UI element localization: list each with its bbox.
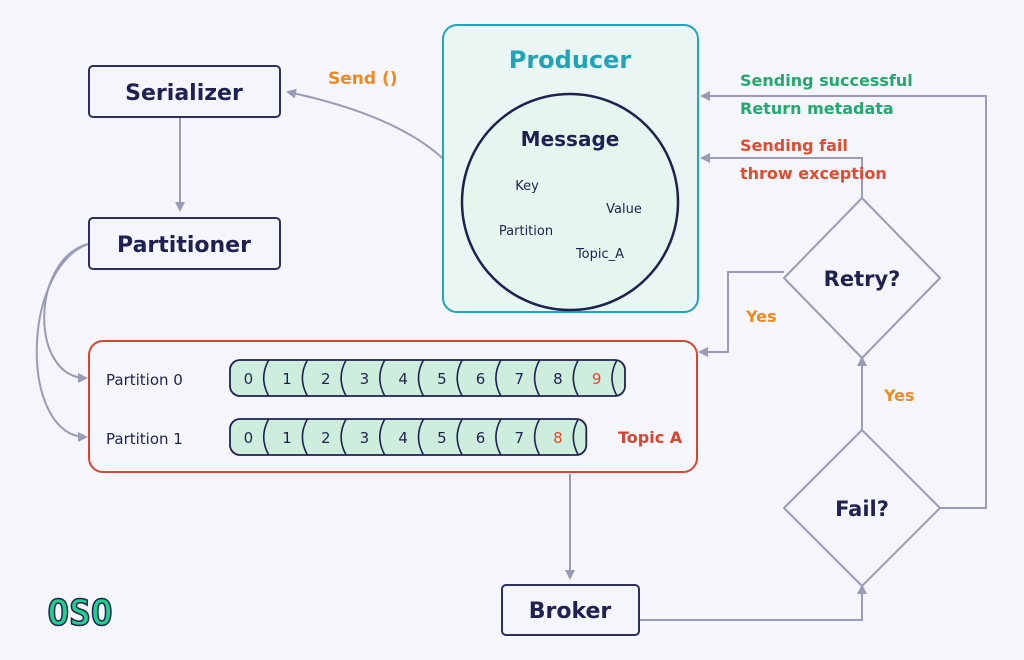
partition-0-offset: 8: [553, 370, 563, 388]
yes-label-retry: Yes: [745, 307, 777, 326]
partition-0-cells: 0 1 2 3 4 5 6 7 8 9: [229, 359, 626, 397]
partition-1-separator: [495, 418, 502, 456]
partition-1-cells: 0 1 2 3 4 5 6 7 8: [229, 418, 588, 456]
partition-0-offset: 7: [514, 370, 524, 388]
send-arrow: [286, 88, 463, 181]
partition-1-separator: [301, 418, 309, 456]
partition-1-separator: [572, 418, 579, 456]
fail-no-to-success-arrow: [700, 91, 987, 509]
retry-decision: Retry?: [783, 197, 941, 359]
partition-1-offset: 3: [360, 429, 370, 447]
partition-0-separator: [301, 359, 309, 397]
partition-0-separator: [379, 359, 386, 397]
partition-0-label: Partition 0: [106, 371, 183, 389]
partition-0-separator: [572, 359, 579, 397]
partition-1-offset: 4: [398, 429, 408, 447]
partition-0-offset: 6: [476, 370, 486, 388]
partition-1-label: Partition 1: [106, 430, 183, 448]
partition-0-separator: [611, 359, 618, 397]
partition-0-separator: [533, 359, 541, 397]
partition-0-separator: [417, 359, 425, 397]
oso-logo-mark: OSO: [47, 593, 112, 634]
fail-decision: Fail?: [783, 429, 941, 587]
partitioner-box: Partitioner: [88, 217, 281, 270]
broker-box: Broker: [501, 584, 640, 636]
partition-1-separator: [262, 418, 270, 456]
partition-1-offset: 1: [282, 429, 292, 447]
partitioner-label: Partitioner: [117, 233, 251, 258]
producer-box: Producer Message Key Value Partition Top…: [442, 24, 699, 313]
partition-0-offset: 5: [437, 370, 447, 388]
topic-box: Topic A Partition 0 Partition 1 0 1 2 3 4 5 6 7…: [88, 340, 698, 473]
partition-1-separator: [379, 418, 386, 456]
success-label-line2: Return metadata: [740, 99, 894, 118]
partition-1-separator: [340, 418, 347, 456]
partition-0-separator: [456, 359, 463, 397]
retry-to-sending-fail-arrow: [700, 153, 863, 198]
message-field-key: Key: [515, 179, 539, 194]
partition-0-log-body: [229, 359, 626, 397]
partition-0-offset: 3: [360, 370, 370, 388]
send-label: Send (): [328, 69, 398, 89]
partitioner-to-partition0-arrow: [43, 243, 89, 383]
serializer-label: Serializer: [125, 81, 243, 106]
partition-1-separator: [456, 418, 463, 456]
partition-1-separator: [417, 418, 425, 456]
message-circle: [460, 92, 680, 312]
producer-title: Producer: [509, 46, 632, 74]
serializer-box: Serializer: [88, 65, 281, 118]
message-field-value: Value: [606, 202, 642, 217]
fail-decision-label: Fail?: [835, 497, 889, 521]
partition-1-offset: 2: [321, 429, 331, 447]
message-title: Message: [521, 127, 620, 151]
partition-0-offset: 4: [398, 370, 408, 388]
fail-label-line1: Sending fail: [740, 136, 848, 155]
partition-1-offset: 5: [437, 429, 447, 447]
broker-label: Broker: [529, 599, 612, 624]
retry-label: Retry?: [824, 267, 901, 291]
partition-0-offset: 1: [282, 370, 292, 388]
retry-yes-to-topic-arrow: [698, 271, 784, 357]
partition-1-offset: 0: [244, 429, 254, 447]
partitioner-to-partition1-arrow: [35, 243, 89, 442]
yes-label-fail: Yes: [883, 386, 915, 405]
broker-to-fail-arrow: [640, 584, 867, 621]
message-field-partition: Partition: [499, 224, 553, 239]
partition-0-offset: 9: [592, 370, 602, 388]
partition-1-offset: 6: [476, 429, 486, 447]
partition-0-offset: 2: [321, 370, 331, 388]
partition-1-offset: 7: [514, 429, 524, 447]
topic-label: Topic A: [618, 428, 683, 447]
oso-logo: OSO: [47, 592, 114, 635]
partition-0-offset: 0: [244, 370, 254, 388]
partition-0-separator: [495, 359, 502, 397]
connectors: [35, 88, 987, 621]
partition-1-separator: [533, 418, 541, 456]
fail-label-line2: throw exception: [740, 164, 887, 183]
success-label-line1: Sending successful: [740, 71, 913, 90]
partition-0-separator: [340, 359, 347, 397]
partition-0-separator: [262, 359, 270, 397]
message-field-topic: Topic_A: [575, 247, 624, 262]
partition-1-offset: 8: [553, 429, 563, 447]
